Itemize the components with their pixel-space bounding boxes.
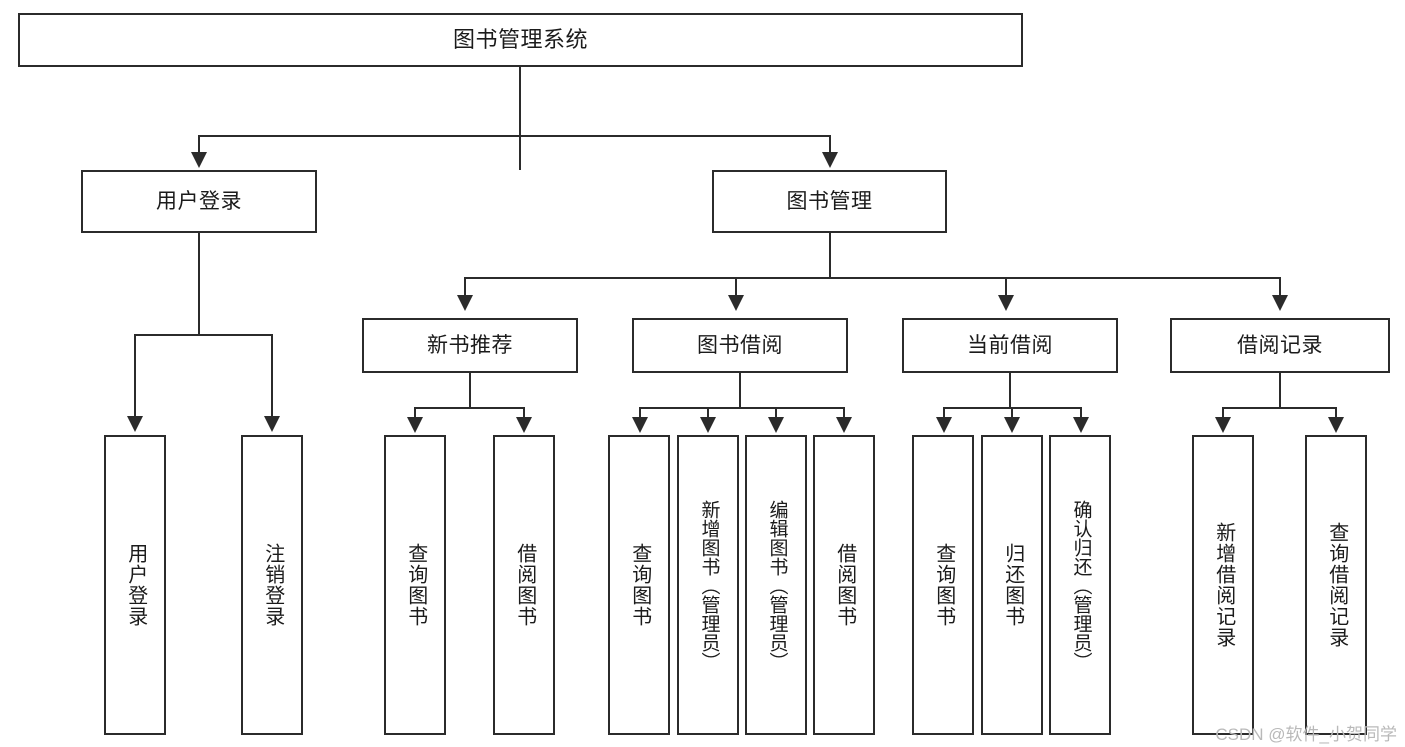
connector-br-bus (1222, 407, 1336, 409)
leaf-logout[interactable]: 注销登录 (241, 435, 303, 735)
connector-book-management-stem (829, 233, 831, 278)
arrow-bb-leaf-3 (768, 417, 784, 433)
node-current-borrow[interactable]: 当前借阅 (902, 318, 1118, 373)
leaf-borrow-book-bb[interactable]: 借阅图书 (813, 435, 875, 735)
leaf-query-book-cb[interactable]: 查询图书 (912, 435, 974, 735)
connector-nbr-bus (414, 407, 524, 409)
connector-bm-drop-1 (464, 277, 466, 297)
connector-br-stem (1279, 373, 1281, 408)
leaf-borrow-book-nbr[interactable]: 借阅图书 (493, 435, 555, 735)
connector-root-bus (198, 135, 831, 137)
arrow-to-new-book-recommend (457, 295, 473, 311)
connector-bm-drop-3 (1005, 277, 1007, 297)
arrow-bb-leaf-1 (632, 417, 648, 433)
leaf-query-book-bb[interactable]: 查询图书 (608, 435, 670, 735)
connector-bb-drop-4 (843, 407, 845, 419)
arrow-nbr-leaf-2 (516, 417, 532, 433)
arrow-bb-leaf-4 (836, 417, 852, 433)
csdn-watermark: CSDN @软件_小贺同学 (1215, 725, 1397, 744)
leaf-add-borrow-record[interactable]: 新增借阅记录 (1192, 435, 1254, 735)
node-root-book-management-system[interactable]: 图书管理系统 (18, 13, 1023, 67)
leaf-query-borrow-record[interactable]: 查询借阅记录 (1305, 435, 1367, 735)
leaf-return-book[interactable]: 归还图书 (981, 435, 1043, 735)
node-book-management[interactable]: 图书管理 (712, 170, 947, 233)
connector-br-drop-1 (1222, 407, 1224, 419)
node-new-book-recommend[interactable]: 新书推荐 (362, 318, 578, 373)
arrow-to-leaf-user-login (127, 416, 143, 432)
connector-bb-drop-3 (775, 407, 777, 419)
arrow-to-borrow-record (1272, 295, 1288, 311)
node-book-borrow[interactable]: 图书借阅 (632, 318, 848, 373)
arrow-cb-leaf-3 (1073, 417, 1089, 433)
arrow-to-user-login (191, 152, 207, 168)
connector-user-login-bus (134, 334, 273, 336)
arrow-to-current-borrow (998, 295, 1014, 311)
connector-nbr-drop-1 (414, 407, 416, 419)
connector-user-login-drop-2 (271, 334, 273, 418)
connector-bm-drop-2 (735, 277, 737, 297)
leaf-user-login[interactable]: 用户登录 (104, 435, 166, 735)
arrow-br-leaf-1 (1215, 417, 1231, 433)
arrow-nbr-leaf-1 (407, 417, 423, 433)
connector-user-login-stem (198, 233, 200, 335)
arrow-to-book-borrow (728, 295, 744, 311)
connector-br-drop-2 (1335, 407, 1337, 419)
connector-bb-drop-2 (707, 407, 709, 419)
leaf-edit-book-admin[interactable]: 编辑图书（管理员） (745, 435, 807, 735)
connector-user-login-drop-1 (134, 334, 136, 418)
arrow-br-leaf-2 (1328, 417, 1344, 433)
connector-nbr-drop-2 (523, 407, 525, 419)
connector-bb-bus (639, 407, 844, 409)
connector-root-stem (519, 67, 521, 170)
connector-bm-drop-4 (1279, 277, 1281, 297)
connector-book-management-bus (464, 277, 1280, 279)
leaf-add-book-admin[interactable]: 新增图书（管理员） (677, 435, 739, 735)
node-borrow-record[interactable]: 借阅记录 (1170, 318, 1390, 373)
connector-cb-stem (1009, 373, 1011, 408)
connector-bb-stem (739, 373, 741, 408)
leaf-confirm-return-admin[interactable]: 确认归还（管理员） (1049, 435, 1111, 735)
connector-nbr-stem (469, 373, 471, 408)
arrow-to-leaf-logout (264, 416, 280, 432)
arrow-to-book-management (822, 152, 838, 168)
arrow-cb-leaf-1 (936, 417, 952, 433)
arrow-cb-leaf-2 (1004, 417, 1020, 433)
node-user-login[interactable]: 用户登录 (81, 170, 317, 233)
connector-cb-drop-3 (1080, 407, 1082, 419)
connector-bb-drop-1 (639, 407, 641, 419)
connector-cb-drop-1 (943, 407, 945, 419)
connector-cb-drop-2 (1011, 407, 1013, 419)
leaf-query-book-nbr[interactable]: 查询图书 (384, 435, 446, 735)
arrow-bb-leaf-2 (700, 417, 716, 433)
connector-root-drop-1 (198, 135, 200, 155)
connector-root-drop-2 (829, 135, 831, 155)
